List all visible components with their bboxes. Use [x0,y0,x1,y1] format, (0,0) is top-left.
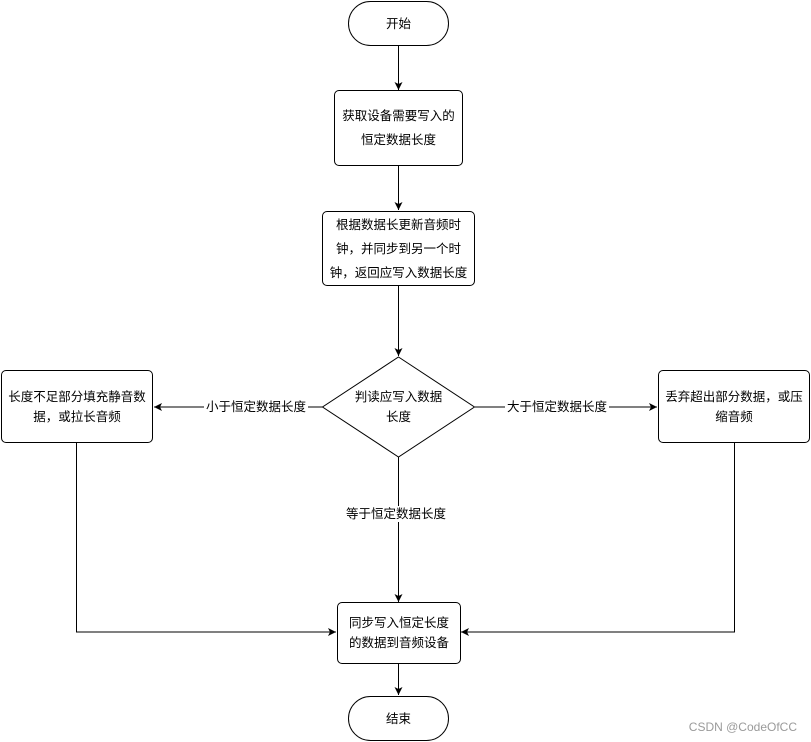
edge-discard-to-write [461,443,735,636]
discard-label: 丢弃超出部分数据，或压 缩音频 [665,388,803,424]
edge-label-greater: 大于恒定数据长度 [505,399,610,415]
discard-node: 丢弃超出部分数据，或压 缩音频 [658,370,810,443]
pad-node: 长度不足部分填充静音数 据，或拉长音频 [1,370,153,443]
end-node: 结束 [348,696,449,741]
watermark: CSDN @CodeOfCC [688,720,797,734]
write-label: 同步写入恒定长度 的数据到音频设备 [348,615,449,650]
end-label: 结束 [385,710,411,726]
update-clock-label: 根据数据长更新音频时 钟，并同步到另一个时 钟，返回应写入数据长度 [329,216,468,280]
start-node: 开始 [348,1,449,46]
edge-pad-to-write [76,443,336,636]
decision-diamond [321,356,476,458]
edge-label-equal: 等于恒定数据长度 [344,506,449,522]
write-node: 同步写入恒定长度 的数据到音频设备 [337,602,461,664]
get-length-label: 获取设备需要写入的 恒定数据长度 [342,108,455,147]
decision-label: 判读应写入数据 长度 [354,389,443,424]
edge-label-less: 小于恒定数据长度 [204,399,309,415]
pad-label: 长度不足部分填充静音数 据，或拉长音频 [8,388,146,424]
update-clock-node: 根据数据长更新音频时 钟，并同步到另一个时 钟，返回应写入数据长度 [322,211,475,286]
get-length-node: 获取设备需要写入的 恒定数据长度 [334,90,463,166]
start-label: 开始 [385,15,411,31]
